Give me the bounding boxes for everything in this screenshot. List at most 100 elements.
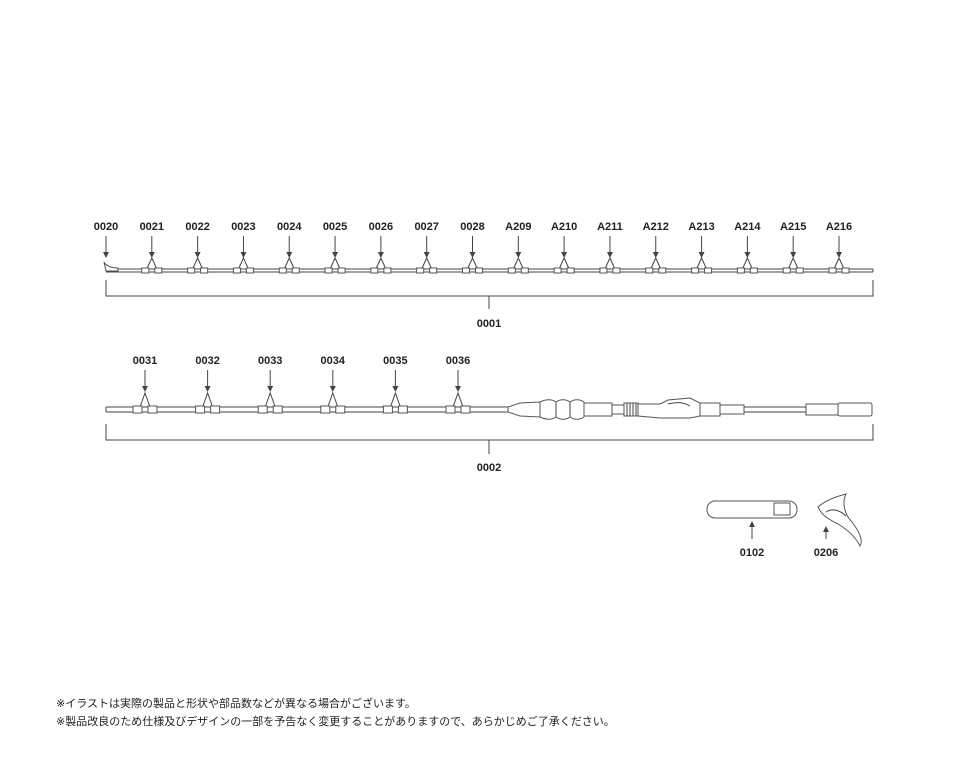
guide-frame bbox=[389, 391, 401, 408]
arrow-head bbox=[332, 252, 339, 258]
guide-foot bbox=[462, 267, 470, 274]
guide-foot bbox=[795, 267, 804, 274]
part-label-A213: A213 bbox=[688, 221, 714, 233]
guide-foot bbox=[210, 405, 221, 414]
part-label-0035: 0035 bbox=[383, 355, 407, 367]
guide-foot bbox=[337, 267, 346, 274]
assembly-label-0001: 0001 bbox=[477, 318, 501, 330]
arrow-head bbox=[148, 252, 155, 258]
guide-foot bbox=[520, 267, 529, 274]
part-label-A210: A210 bbox=[551, 221, 577, 233]
guide-foot bbox=[691, 267, 700, 274]
arrow-head bbox=[515, 252, 522, 258]
guide-foot bbox=[507, 267, 516, 274]
guide-frame bbox=[696, 256, 708, 270]
guide-frame bbox=[264, 391, 276, 408]
part-label-0032: 0032 bbox=[195, 355, 219, 367]
hook-keeper: 0206 bbox=[814, 493, 862, 559]
arrow-head bbox=[790, 252, 797, 258]
part-label-0023: 0023 bbox=[231, 221, 255, 233]
part-label-A214: A214 bbox=[734, 221, 761, 233]
part-label-0022: 0022 bbox=[185, 221, 209, 233]
guide-foot bbox=[154, 267, 163, 274]
part-label-0027: 0027 bbox=[414, 221, 438, 233]
accessory-label-0206: 0206 bbox=[814, 547, 838, 559]
part-label-0020: 0020 bbox=[94, 221, 118, 233]
guide-foot bbox=[272, 405, 283, 414]
part-label-A215: A215 bbox=[780, 221, 806, 233]
guide-foot bbox=[460, 405, 471, 414]
guide-foot bbox=[370, 267, 379, 274]
guide-foot bbox=[147, 405, 158, 414]
guide-frame bbox=[787, 256, 799, 270]
guide-foot bbox=[291, 267, 300, 274]
guide-foot bbox=[599, 267, 608, 274]
guide-frame bbox=[202, 391, 214, 408]
guide-foot bbox=[245, 267, 254, 274]
rear-grip bbox=[719, 402, 873, 417]
part-label-A212: A212 bbox=[643, 221, 669, 233]
arrow-head bbox=[194, 252, 201, 258]
arrow-head bbox=[142, 386, 148, 392]
guide-foot bbox=[475, 267, 483, 274]
guide-frame bbox=[650, 256, 662, 270]
arrow-head bbox=[836, 252, 842, 258]
arrow-head bbox=[286, 252, 293, 258]
arrow-head bbox=[744, 252, 751, 258]
part-label-A211: A211 bbox=[597, 221, 623, 233]
part-label-0031: 0031 bbox=[133, 355, 157, 367]
arrow-head bbox=[377, 252, 384, 258]
guide-frame bbox=[192, 256, 204, 270]
guide-frame bbox=[139, 391, 151, 408]
guide-frame bbox=[558, 256, 570, 270]
guide-frame bbox=[327, 391, 339, 408]
part-label-0034: 0034 bbox=[321, 355, 346, 367]
guide-foot bbox=[782, 267, 791, 274]
guide-foot bbox=[195, 405, 206, 414]
guide-foot bbox=[704, 267, 713, 274]
guide-foot bbox=[187, 267, 196, 274]
arrow-head bbox=[455, 386, 461, 392]
guide-foot bbox=[429, 267, 438, 274]
part-label-0026: 0026 bbox=[369, 221, 393, 233]
guide-foot bbox=[566, 267, 575, 274]
guide-foot bbox=[612, 267, 621, 274]
part-label-0021: 0021 bbox=[140, 221, 164, 233]
guide-frame bbox=[741, 256, 753, 270]
guide-frame bbox=[329, 256, 341, 270]
guide-frame bbox=[283, 256, 295, 270]
guide-foot bbox=[736, 267, 745, 274]
part-label-A209: A209 bbox=[505, 221, 531, 233]
guide-foot bbox=[383, 267, 392, 274]
guide-foot bbox=[278, 267, 287, 274]
guide-foot bbox=[645, 267, 654, 274]
guide-frame bbox=[512, 256, 524, 270]
guide-foot bbox=[257, 405, 268, 414]
arrow-head bbox=[423, 252, 430, 258]
guide-foot bbox=[141, 267, 150, 274]
arrow-head bbox=[606, 252, 613, 258]
guide-foot bbox=[320, 405, 331, 414]
guide-foot bbox=[382, 405, 393, 414]
guide-foot bbox=[841, 267, 850, 274]
guide-foot bbox=[749, 267, 758, 274]
guide-frame bbox=[467, 256, 478, 270]
fore-grip bbox=[507, 399, 613, 420]
arrow-head bbox=[652, 252, 659, 258]
guide-foot bbox=[553, 267, 562, 274]
part-label-0036: 0036 bbox=[446, 355, 470, 367]
arrow-head bbox=[561, 252, 568, 258]
arrow-head bbox=[267, 386, 274, 392]
part-label-0025: 0025 bbox=[323, 221, 347, 233]
assembly-label-0002: 0002 bbox=[477, 462, 501, 474]
guide-foot bbox=[335, 405, 346, 414]
arrow-head bbox=[103, 252, 109, 258]
guide-frame bbox=[237, 256, 249, 270]
guide-frame bbox=[375, 256, 387, 270]
disclaimer-note-2: ※製品改良のため仕様及びデザインの一部を予告なく変更することがありますので、あら… bbox=[56, 715, 615, 728]
guide-foot bbox=[324, 267, 333, 274]
